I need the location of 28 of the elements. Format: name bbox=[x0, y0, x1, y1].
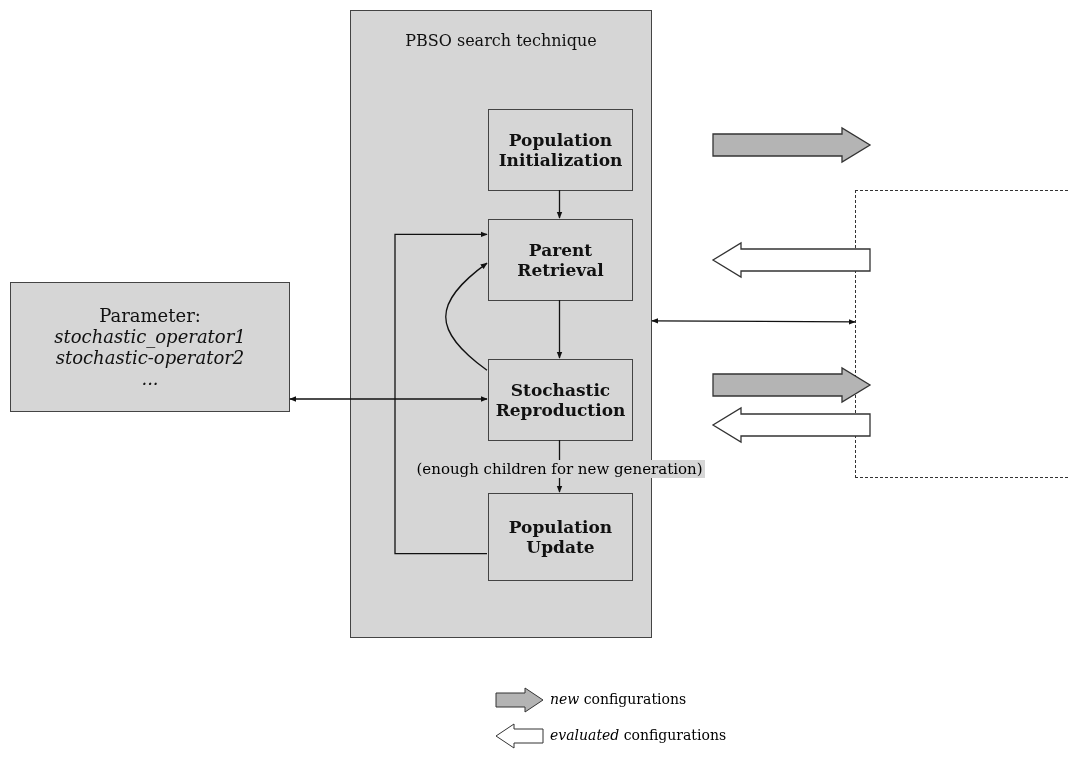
arrow bbox=[445, 262, 488, 371]
legend-label: evaluated configurations bbox=[550, 727, 727, 743]
node-label: Population Initialization bbox=[497, 130, 624, 170]
process-box bbox=[488, 109, 633, 191]
node-label: stochastic_operator1 bbox=[54, 326, 246, 347]
legend-label: new configurations bbox=[550, 691, 687, 707]
edge-label: (enough children for new generation) bbox=[414, 459, 705, 478]
parameter-heading: Parameter: bbox=[99, 305, 201, 326]
process-box bbox=[488, 493, 633, 581]
node-label: stochastic-operator2 bbox=[55, 347, 245, 368]
arrow bbox=[556, 189, 563, 219]
dashed-box bbox=[855, 190, 1068, 478]
block-arrow bbox=[711, 406, 871, 444]
parameter-box bbox=[10, 282, 290, 412]
arrow bbox=[394, 231, 488, 555]
process-box bbox=[488, 219, 633, 301]
arrow bbox=[556, 299, 563, 359]
node-label: ... bbox=[141, 368, 159, 389]
arrow bbox=[289, 396, 488, 402]
process-box bbox=[488, 359, 633, 441]
node-label: Stochastic Reproduction bbox=[494, 380, 627, 420]
arrow bbox=[651, 318, 856, 325]
block-arrow bbox=[712, 366, 872, 404]
block-arrow bbox=[712, 126, 872, 164]
panel-title: PBSO search technique bbox=[405, 31, 597, 50]
block-arrow bbox=[711, 241, 871, 279]
node-label: Population Update bbox=[507, 517, 614, 557]
node-label: Parent Retrieval bbox=[516, 240, 605, 280]
